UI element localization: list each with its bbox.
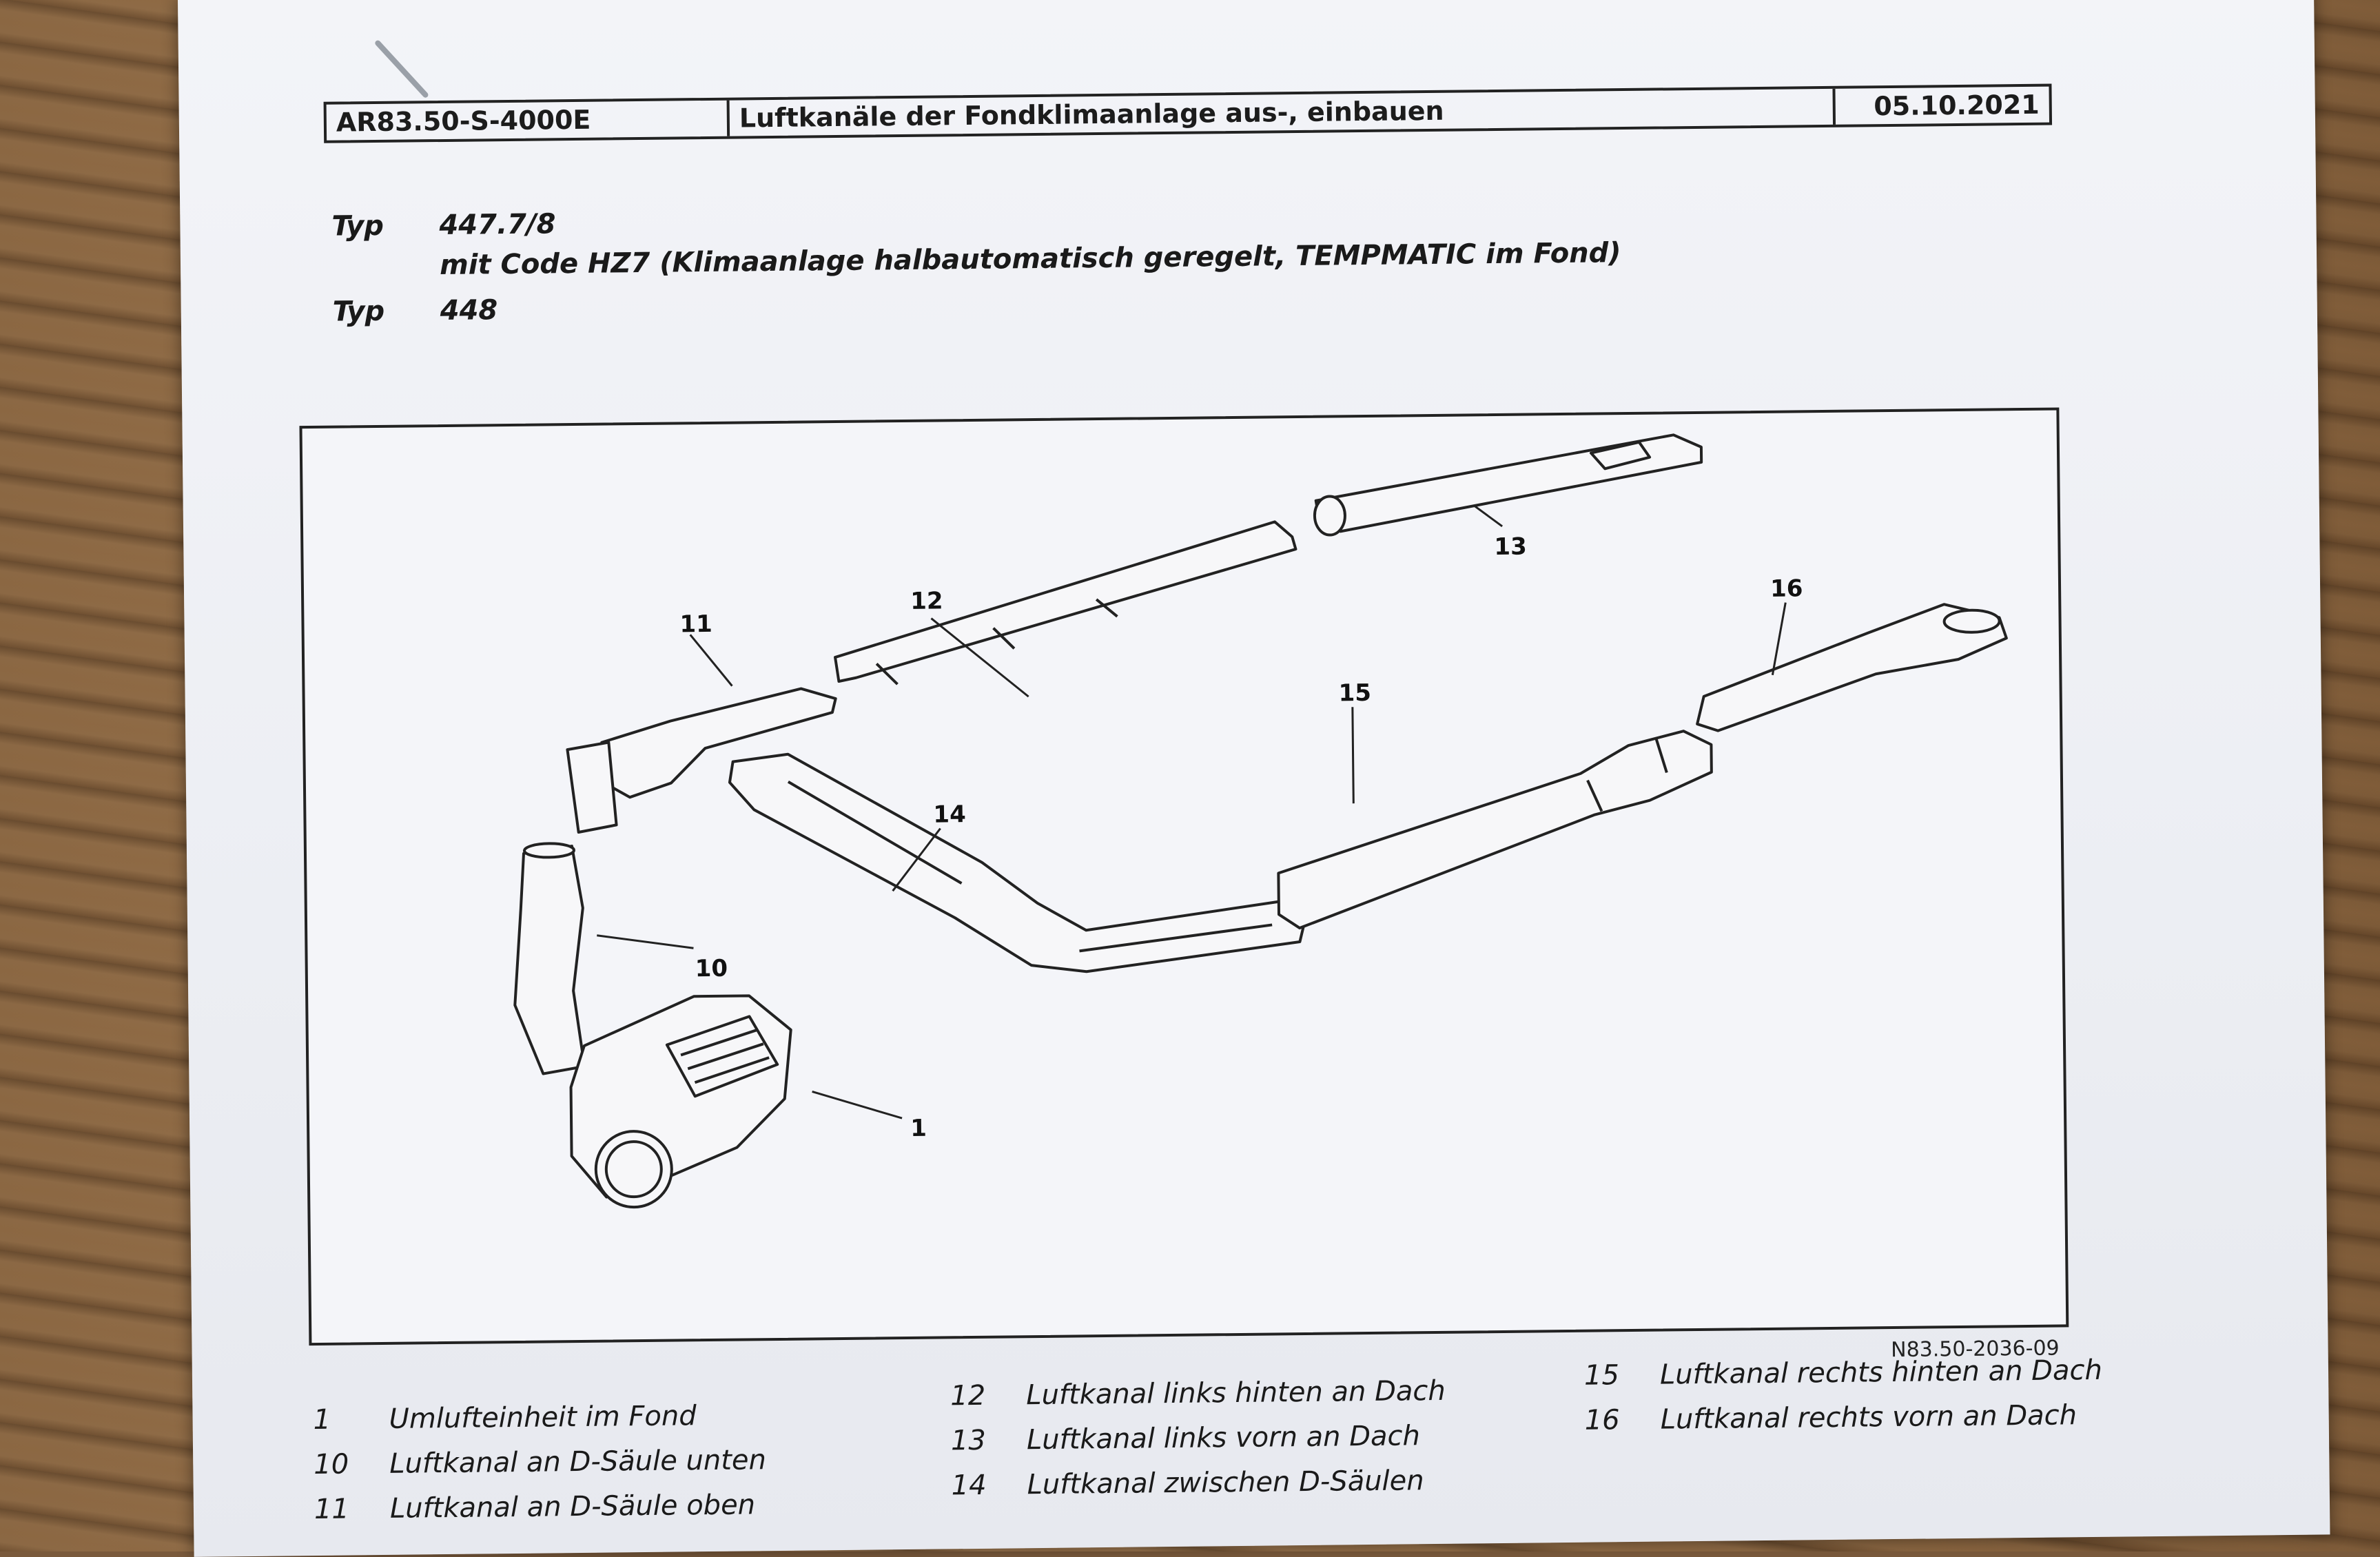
legend-number: 16 xyxy=(1584,1404,1620,1436)
document-header: AR83.50-S-4000E Luftkanäle der Fondklima… xyxy=(323,83,2053,143)
legend-text: Luftkanal rechts vorn an Dach xyxy=(1660,1399,2078,1436)
legend-item: 12 Luftkanal links hinten an Dach xyxy=(950,1375,1446,1412)
legend-item: 10 Luftkanal an D-Säule unten xyxy=(314,1444,766,1481)
duct-14 xyxy=(728,752,1308,973)
callout-1: 1 xyxy=(910,1114,927,1142)
callout-16: 16 xyxy=(1769,575,1803,603)
legend-text: Luftkanal links hinten an Dach xyxy=(1026,1374,1446,1412)
duct-10 xyxy=(513,845,586,1075)
duct-15 xyxy=(1277,730,1713,930)
callout-13: 13 xyxy=(1494,533,1527,561)
duct-11 xyxy=(600,687,837,799)
type-code-note: mit Code HZ7 (Klimaanlage halbautomatisc… xyxy=(439,237,1621,282)
type-value-1: 447.7/8 xyxy=(439,208,556,242)
legend-text: Umlufteinheit im Fond xyxy=(389,1400,697,1435)
legend-number: 12 xyxy=(950,1379,986,1412)
callout-14: 14 xyxy=(933,801,966,829)
legend-item: 14 Luftkanal zwischen D-Säulen xyxy=(951,1465,1424,1501)
callout-11: 11 xyxy=(679,610,713,639)
air-duct-drawing xyxy=(513,433,2008,1209)
legend-item: 1 Umlufteinheit im Fond xyxy=(313,1400,696,1436)
legend-text: Luftkanal rechts hinten an Dach xyxy=(1659,1354,2103,1391)
type-label-2: Typ xyxy=(332,295,385,328)
legend-number: 13 xyxy=(950,1424,987,1457)
legend-item: 13 Luftkanal links vorn an Dach xyxy=(951,1420,1420,1456)
legend-text: Luftkanal zwischen D-Säulen xyxy=(1027,1465,1424,1501)
callout-12: 12 xyxy=(910,587,943,615)
exploded-diagram: 12 13 11 16 15 14 10 1 N83.50-2036-09 xyxy=(299,407,2069,1362)
type-label-1: Typ xyxy=(331,209,384,243)
document-code: AR83.50-S-4000E xyxy=(326,100,730,141)
duct-12 xyxy=(834,520,1297,683)
document-title: Luftkanäle der Fondklimaanlage aus-, ein… xyxy=(729,88,1836,136)
callout-10: 10 xyxy=(695,954,728,983)
legend-number: 11 xyxy=(314,1493,350,1526)
legend-item: 15 Luftkanal rechts hinten an Dach xyxy=(1584,1354,2102,1392)
legend-number: 1 xyxy=(313,1403,331,1436)
staple-icon xyxy=(373,39,430,99)
legend-text: Luftkanal an D-Säule unten xyxy=(389,1444,767,1480)
legend-item: 11 Luftkanal an D-Säule oben xyxy=(314,1489,756,1525)
legend-text: Luftkanal an D-Säule oben xyxy=(389,1489,756,1525)
callout-15: 15 xyxy=(1338,679,1372,708)
legend-number: 15 xyxy=(1583,1359,1620,1392)
document-date: 05.10.2021 xyxy=(1874,89,2040,122)
legend-text: Luftkanal links vorn an Dach xyxy=(1026,1420,1421,1456)
legend-item: 16 Luftkanal rechts vorn an Dach xyxy=(1584,1399,2077,1436)
duct-16 xyxy=(1696,603,2008,732)
legend-number: 14 xyxy=(951,1469,987,1502)
legend-number: 10 xyxy=(314,1448,349,1481)
type-value-2: 448 xyxy=(440,294,498,327)
document-sheet: AR83.50-S-4000E Luftkanäle der Fondklima… xyxy=(178,0,2330,1557)
